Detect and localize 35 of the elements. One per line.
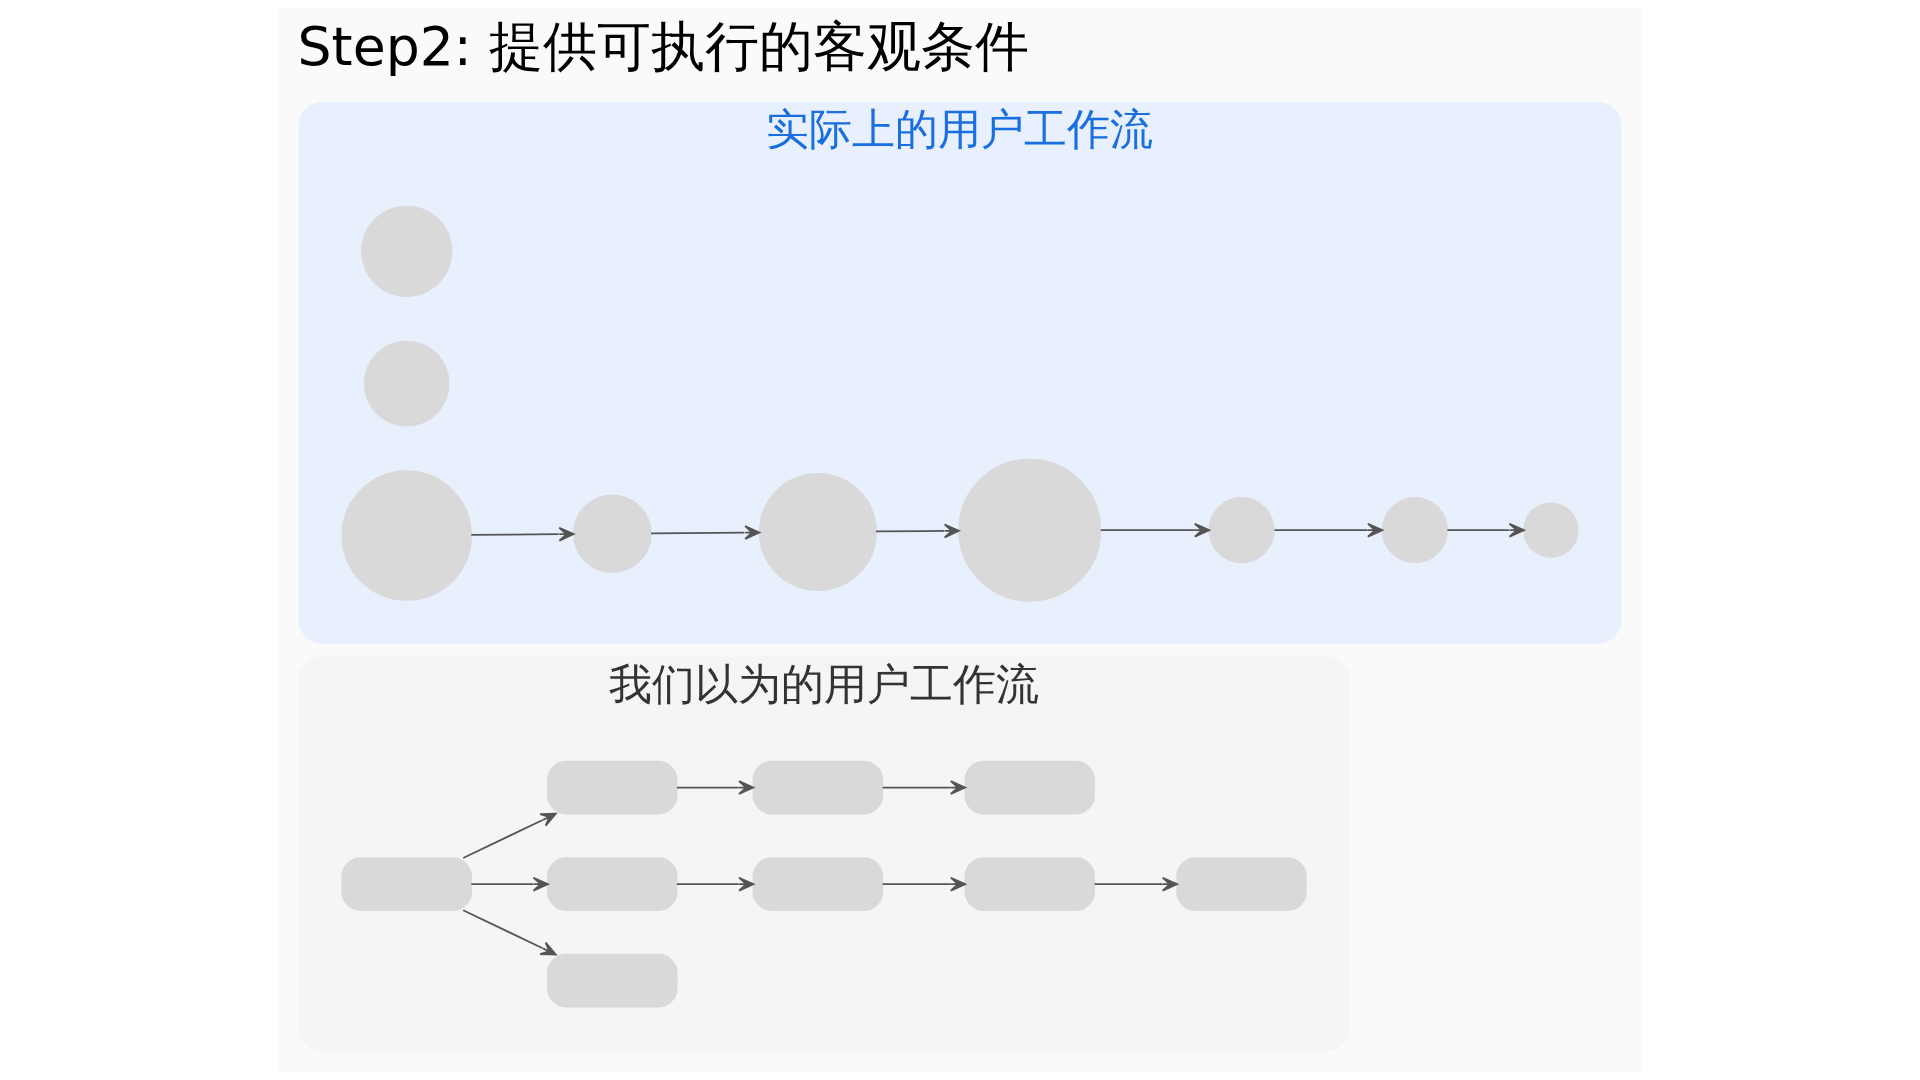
arrow: [650, 525, 761, 540]
node-box: [341, 857, 472, 911]
node-circle: [1523, 502, 1579, 558]
arrow: [1446, 522, 1525, 538]
arrow: [470, 876, 549, 892]
node-box: [1176, 857, 1307, 911]
diagram-title: Step2: 提供可执行的客观条件: [297, 15, 1029, 79]
arrow: [875, 523, 960, 539]
node-box: [964, 857, 1095, 911]
arrow: [462, 909, 557, 956]
arrow: [1099, 522, 1210, 538]
cluster: 实际上的用户工作流: [298, 102, 1622, 644]
node-circle: [1208, 497, 1275, 564]
node-box: [752, 760, 884, 815]
node-circle: [363, 340, 450, 427]
arrow: [1093, 876, 1178, 892]
node-circle: [361, 205, 453, 297]
arrow: [676, 876, 755, 892]
node-circle: [958, 458, 1102, 602]
node-circle: [1381, 497, 1449, 564]
arrow: [470, 526, 575, 542]
node-circle: [341, 470, 472, 601]
node-text: 我们以为的用户工作流: [609, 658, 1040, 709]
node-box: [547, 953, 678, 1008]
node-box: [547, 760, 678, 815]
node-box: [964, 760, 1095, 815]
node-circle: [758, 472, 877, 591]
node-box: [752, 857, 884, 911]
node-circle: [572, 494, 652, 574]
arrow: [881, 876, 966, 892]
node-box: [547, 857, 678, 911]
arrow: [676, 780, 755, 795]
arrow: [462, 812, 557, 859]
arrow: [1273, 522, 1384, 538]
arrow: [881, 780, 966, 795]
